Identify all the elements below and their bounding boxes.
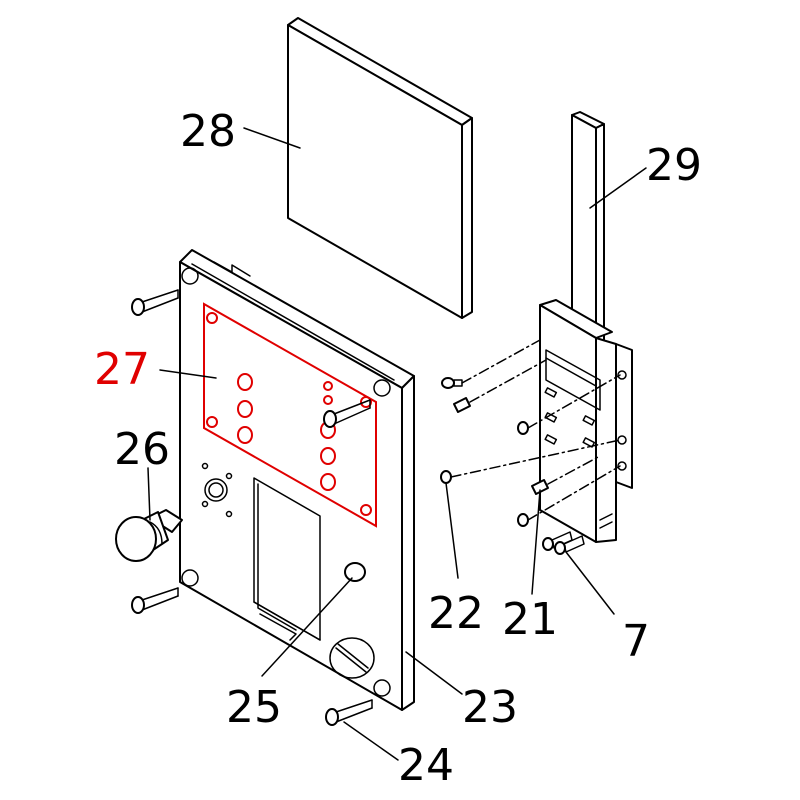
part-28-panel	[287, 17, 473, 319]
part-22-screws	[440, 339, 621, 527]
label-27: 27	[94, 344, 150, 395]
label-23: 23	[462, 682, 518, 733]
part-23-front-panel	[179, 249, 415, 711]
label-21: 21	[502, 594, 558, 645]
part-21-standoffs	[453, 359, 601, 495]
label-29: 29	[646, 140, 702, 191]
label-26: 26	[114, 424, 170, 475]
label-28: 28	[180, 106, 236, 157]
part-7-screws	[542, 531, 585, 555]
label-22: 22	[428, 588, 484, 639]
part-labels: 28 29 27 26 22 21 7 25 23 24	[94, 106, 702, 791]
leader-lines	[147, 127, 647, 761]
label-25: 25	[226, 682, 282, 733]
screw-left-bottom	[131, 587, 179, 614]
part-26-knob	[115, 509, 183, 562]
part-24-screw	[325, 699, 373, 726]
label-24: 24	[398, 740, 454, 791]
screw-left-top	[131, 289, 179, 316]
screw-panel-right	[323, 399, 371, 428]
label-7: 7	[622, 616, 650, 667]
display-bracket	[539, 299, 633, 543]
